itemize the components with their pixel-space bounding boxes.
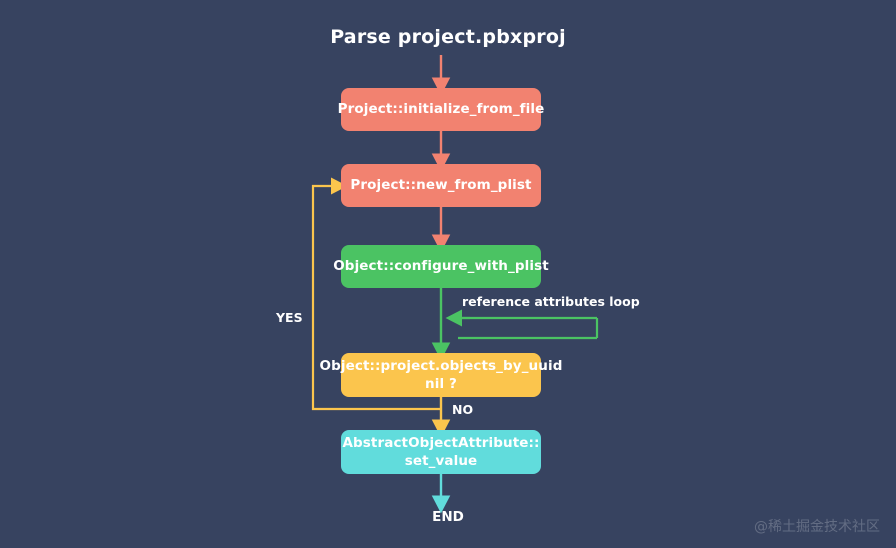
- node-label: Object::configure_with_plist: [333, 258, 549, 275]
- end-label: END: [432, 509, 464, 525]
- edge-label-yes: YES: [276, 310, 303, 325]
- edge-label-reference-attributes-loop: reference attributes loop: [462, 294, 640, 309]
- edge-reference-attributes-loop: [458, 316, 599, 340]
- watermark: @稀土掘金技术社区: [754, 519, 880, 535]
- edge-label-no: NO: [452, 402, 474, 417]
- node-label: AbstractObjectAttribute:: set_value: [342, 434, 540, 469]
- diagram-title: Parse project.pbxproj: [330, 26, 566, 48]
- node-label: Object::project.objects_by_uuid nil ?: [319, 357, 563, 392]
- node-configure-with-plist[interactable]: Object::configure_with_plist: [333, 245, 549, 288]
- node-set-value[interactable]: AbstractObjectAttribute:: set_value: [341, 430, 541, 474]
- node-objects-by-uuid[interactable]: Object::project.objects_by_uuid nil ?: [320, 353, 562, 397]
- node-initialize-from-file[interactable]: Project::initialize_from_file: [338, 88, 544, 131]
- node-new-from-plist[interactable]: Project::new_from_plist: [341, 164, 541, 207]
- node-label: Project::new_from_plist: [350, 177, 532, 194]
- node-label: Project::initialize_from_file: [337, 101, 545, 118]
